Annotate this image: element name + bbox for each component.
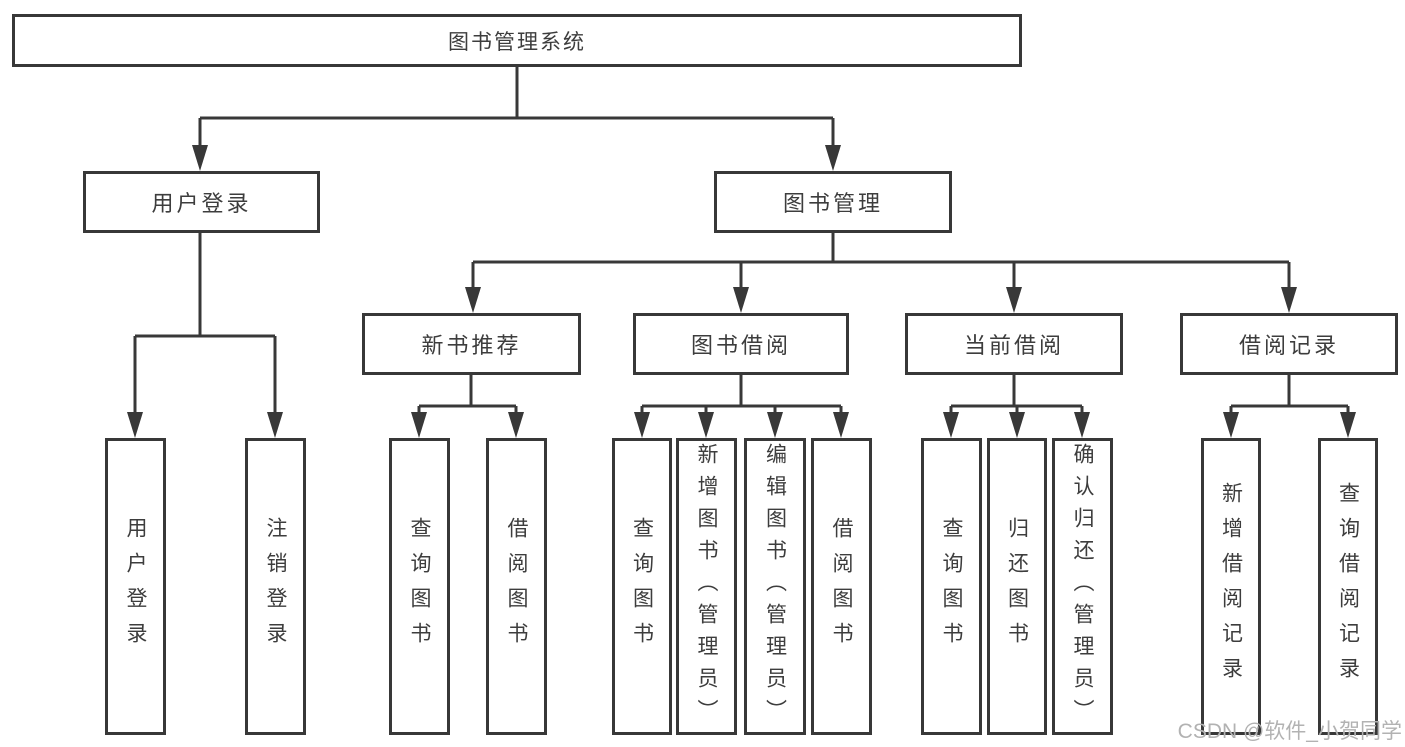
node-label: 新增图书（管理员） bbox=[695, 442, 718, 731]
leaf-nbr-query-books: 查询图书 bbox=[389, 438, 450, 735]
leaf-bb-query-books: 查询图书 bbox=[612, 438, 672, 735]
node-book-borrowing: 图书借阅 bbox=[633, 313, 849, 375]
leaf-cb-return-books: 归还图书 bbox=[987, 438, 1047, 735]
arrowheads bbox=[127, 145, 1356, 438]
node-borrowing-records: 借阅记录 bbox=[1180, 313, 1398, 375]
leaf-bb-add-books-admin: 新增图书（管理员） bbox=[676, 438, 737, 735]
node-label: 查询图书 bbox=[408, 516, 431, 657]
node-label: 确认归还（管理员） bbox=[1071, 442, 1094, 731]
node-book-management: 图书管理 bbox=[714, 171, 952, 233]
node-label: 用户登录 bbox=[124, 516, 147, 657]
leaf-user-login: 用户登录 bbox=[105, 438, 166, 735]
node-label: 用户登录 bbox=[151, 191, 252, 216]
node-label: 编辑图书（管理员） bbox=[763, 442, 787, 731]
node-label: 图书借阅 bbox=[690, 333, 791, 358]
node-label: 注销登录 bbox=[264, 516, 287, 657]
leaf-cb-query-books: 查询图书 bbox=[921, 438, 982, 735]
leaf-cb-confirm-return-admin: 确认归还（管理员） bbox=[1052, 438, 1113, 735]
node-label: 新增借阅记录 bbox=[1219, 481, 1243, 692]
node-label: 图书管理 bbox=[782, 191, 883, 216]
node-label: 查询图书 bbox=[940, 516, 963, 657]
node-label: 借阅图书 bbox=[505, 516, 528, 657]
node-new-book-recommend: 新书推荐 bbox=[362, 313, 581, 375]
node-label: 当前借阅 bbox=[963, 333, 1064, 358]
watermark-text: CSDN @软件_小贺同学 bbox=[1177, 720, 1402, 743]
node-user-login: 用户登录 bbox=[83, 171, 320, 233]
leaf-br-query-record: 查询借阅记录 bbox=[1318, 438, 1378, 735]
leaf-nbr-borrow-books: 借阅图书 bbox=[486, 438, 547, 735]
node-root: 图书管理系统 bbox=[12, 14, 1022, 67]
leaf-br-add-record: 新增借阅记录 bbox=[1201, 438, 1261, 735]
leaf-bb-borrow-books: 借阅图书 bbox=[811, 438, 872, 735]
node-label: 查询图书 bbox=[630, 516, 654, 657]
node-label: 新书推荐 bbox=[421, 333, 522, 358]
node-current-borrowing: 当前借阅 bbox=[905, 313, 1123, 375]
node-label: 图书管理系统 bbox=[448, 30, 586, 54]
node-label: 查询借阅记录 bbox=[1336, 481, 1360, 692]
node-label: 归还图书 bbox=[1005, 516, 1029, 657]
leaf-logout: 注销登录 bbox=[245, 438, 306, 735]
node-label: 借阅记录 bbox=[1238, 333, 1339, 358]
leaf-bb-edit-books-admin: 编辑图书（管理员） bbox=[744, 438, 806, 735]
node-label: 借阅图书 bbox=[830, 516, 853, 657]
